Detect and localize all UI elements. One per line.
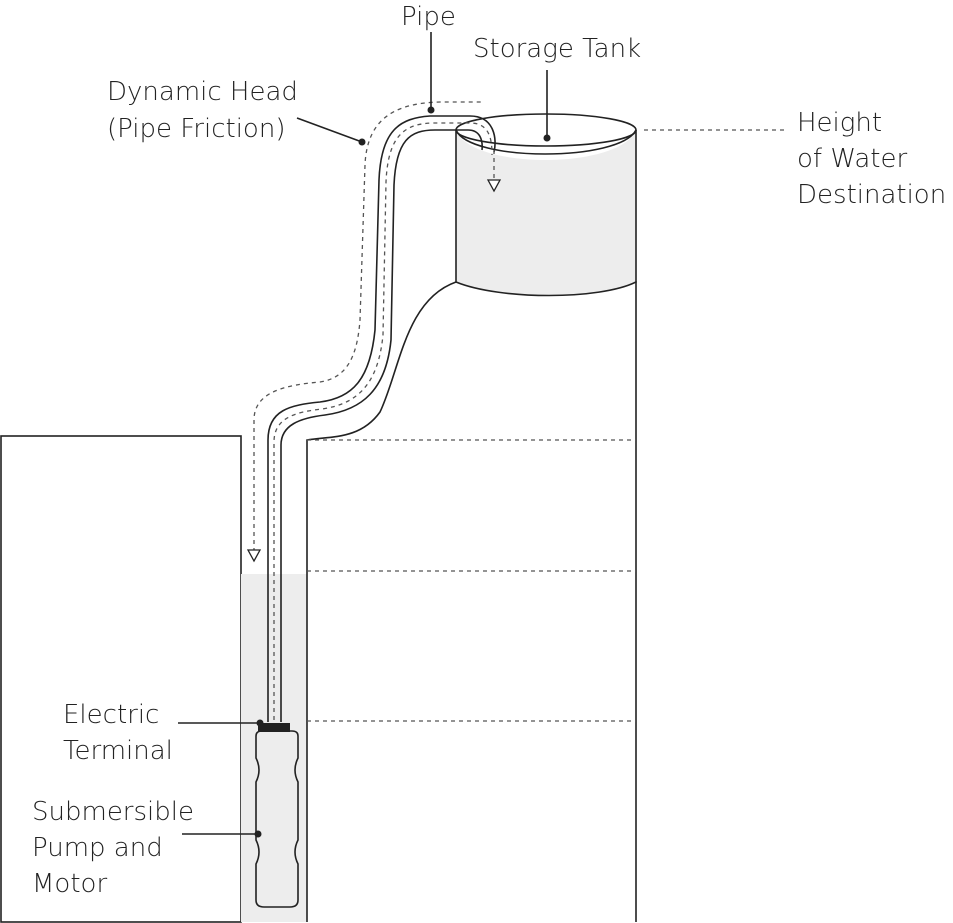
outflow-arrow: [486, 179, 502, 193]
label-height-1: Height: [797, 108, 882, 138]
pipe-leader-dot: [427, 106, 435, 114]
label-pump-1: Submersible: [32, 797, 194, 827]
label-storage-tank: Storage Tank: [473, 34, 641, 64]
label-electric-1: Electric: [63, 700, 159, 730]
dynamic-head-leader-dot: [358, 138, 366, 146]
electric-leader-dot: [256, 719, 264, 727]
left-ground-block: [0, 435, 242, 923]
tank-rim-front: [455, 129, 637, 155]
electric-terminal-block: [258, 723, 290, 732]
hill-ground-block: [306, 281, 637, 922]
label-pump-3: Motor: [32, 869, 107, 899]
submersible-pump-body: [255, 730, 299, 908]
label-dynamic-head-2: (Pipe Friction): [107, 114, 285, 144]
label-dynamic-head-1: Dynamic Head: [107, 77, 298, 107]
pipe-outer-right: [280, 129, 483, 722]
pipe-inner-dash: [273, 122, 493, 720]
label-pipe: Pipe: [401, 2, 456, 32]
pump-leader-dot: [254, 830, 262, 838]
label-electric-2: Terminal: [63, 736, 173, 766]
label-pump-2: Pump and: [32, 833, 163, 863]
pipe-outer-left: [267, 115, 496, 722]
storage-tank: [455, 130, 637, 297]
dynamic-head-arrow: [246, 549, 262, 563]
dynamic-head-leader: [296, 117, 363, 143]
label-height-3: Destination: [797, 180, 946, 210]
tank-leader-dot: [543, 134, 551, 142]
label-height-2: of Water: [797, 144, 907, 174]
